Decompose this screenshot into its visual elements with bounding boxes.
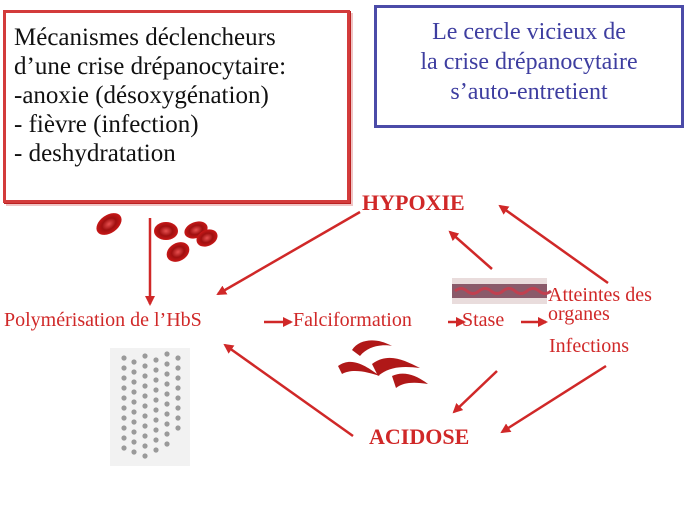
- trigger-item-deshydratation: - deshydratation: [14, 140, 176, 167]
- node-atteintes-organes: Atteintes des organes: [548, 284, 652, 325]
- vicious-circle-line-2: la crise drépanocytaire: [420, 49, 638, 75]
- node-atteintes-line-1: Atteintes des: [548, 284, 652, 306]
- arrow-hypoxie-to-polymerisation: [216, 210, 361, 296]
- arrow-stase-to-hypoxie: [448, 230, 493, 270]
- trigger-title-line-1: Mécanismes déclencheurs: [14, 24, 276, 51]
- node-stase: Stase: [462, 309, 505, 331]
- node-falciformation: Falciformation: [293, 309, 412, 331]
- node-hypoxie: HYPOXIE: [362, 190, 465, 215]
- trigger-item-fievre: - fièvre (infection): [14, 111, 199, 138]
- trigger-title-line-2: d’une crise drépanocytaire:: [14, 53, 287, 80]
- sickle-cells-image: [338, 340, 428, 388]
- arrow-infections-to-acidose: [500, 364, 607, 434]
- arrow-atteintes-to-hypoxie: [498, 204, 609, 285]
- vicious-circle-title-box: Le cercle vicieux de la crise drépanocyt…: [374, 5, 684, 128]
- trigger-mechanisms-box: Mécanismes déclencheurs d’une crise drép…: [3, 10, 350, 203]
- node-polymerisation: Polymérisation de l’HbS: [4, 309, 202, 331]
- arrow-stase-to-acidose: [452, 370, 498, 414]
- arrow-acidose-to-polymerisation: [223, 343, 354, 438]
- node-infections: Infections: [549, 335, 629, 357]
- vicious-circle-line-3: s’auto-entretient: [450, 79, 608, 105]
- red-blood-cells-image: [96, 213, 218, 262]
- node-acidose: ACIDOSE: [369, 424, 470, 449]
- stasis-vessel-image: [452, 278, 552, 304]
- trigger-item-anoxie: -anoxie (désoxygénation): [14, 82, 269, 109]
- hbs-polymer-fibers-image: [110, 348, 190, 466]
- node-atteintes-line-2: organes: [548, 303, 610, 325]
- vicious-circle-line-1: Le cercle vicieux de: [432, 19, 626, 45]
